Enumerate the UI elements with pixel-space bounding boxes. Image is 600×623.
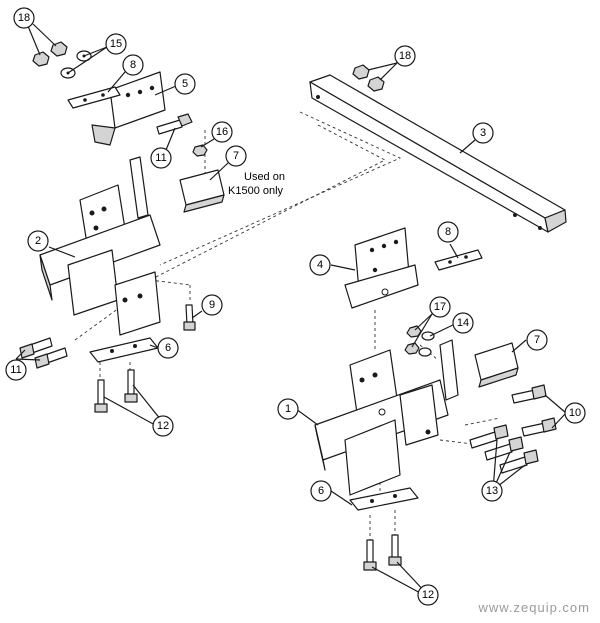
callout-3: 3 — [472, 122, 494, 144]
callout-8-left: 8 — [122, 54, 144, 76]
cross-tube-part-3 — [309, 74, 567, 233]
svg-text:11: 11 — [10, 364, 21, 376]
nut-washer-set-left — [32, 41, 92, 79]
callout-12-right: 12 — [417, 584, 439, 606]
nut-part-16 — [192, 144, 208, 157]
plate-part-8-left — [67, 86, 121, 109]
svg-text:12: 12 — [422, 589, 434, 601]
callout-16: 16 — [211, 121, 233, 143]
svg-text:15: 15 — [110, 38, 122, 50]
callout-4: 4 — [309, 254, 331, 276]
svg-text:18: 18 — [18, 12, 30, 24]
mount-part-2 — [39, 156, 161, 336]
callout-18-top-right: 18 — [394, 45, 416, 67]
bolt-part-11-upper — [156, 113, 193, 135]
callout-7-right: 7 — [526, 329, 548, 351]
callout-11-upper: 11 — [150, 147, 172, 169]
callout-13: 13 — [481, 480, 503, 502]
callout-18-top-left: 18 — [13, 7, 35, 29]
bolts-part-12-right — [363, 534, 402, 571]
svg-text:8: 8 — [445, 226, 451, 238]
callout-1: 1 — [277, 398, 299, 420]
svg-text:7: 7 — [534, 334, 540, 346]
svg-text:16: 16 — [216, 126, 228, 138]
svg-text:9: 9 — [209, 299, 215, 311]
plate-part-6-right — [349, 487, 419, 511]
svg-text:6: 6 — [165, 342, 171, 354]
callout-7-upper: 7 — [225, 145, 247, 167]
callout-2: 2 — [27, 230, 49, 252]
clip-part-7-upper — [179, 169, 225, 213]
svg-text:5: 5 — [182, 78, 188, 90]
callout-17: 17 — [429, 296, 451, 318]
leader-lines — [15, 23, 567, 596]
bracket-part-4 — [344, 227, 419, 309]
callout-12-left: 12 — [152, 415, 174, 437]
svg-text:8: 8 — [130, 59, 136, 71]
svg-text:10: 10 — [569, 407, 581, 419]
svg-text:18: 18 — [399, 50, 411, 62]
svg-text:7: 7 — [233, 150, 239, 162]
bolts-part-10 — [511, 384, 557, 437]
svg-text:1: 1 — [285, 403, 291, 415]
bolt-part-9 — [183, 304, 196, 331]
svg-text:2: 2 — [35, 235, 41, 247]
bracket-part-5 — [91, 71, 166, 146]
svg-text:6: 6 — [318, 485, 324, 497]
svg-text:14: 14 — [457, 317, 469, 329]
callout-8-right: 8 — [437, 221, 459, 243]
clip-part-7-right — [474, 342, 519, 388]
bolts-part-11-lower — [19, 337, 68, 369]
callout-5: 5 — [174, 73, 196, 95]
svg-text:4: 4 — [317, 259, 323, 271]
bolts-part-12-left — [94, 369, 138, 413]
callout-10: 10 — [564, 402, 586, 424]
mount-part-1 — [314, 339, 459, 496]
plate-part-8-right — [434, 249, 483, 271]
watermark: www.zequip.com — [478, 600, 590, 615]
svg-text:11: 11 — [155, 152, 166, 164]
callout-6-left: 6 — [157, 337, 179, 359]
svg-text:12: 12 — [157, 420, 169, 432]
callout-15: 15 — [105, 33, 127, 55]
note-line-2: K1500 only — [228, 185, 284, 197]
svg-text:3: 3 — [480, 127, 486, 139]
note-line-1: Used on — [244, 171, 285, 183]
callout-14: 14 — [452, 312, 474, 334]
callout-6-right: 6 — [310, 480, 332, 502]
svg-text:13: 13 — [486, 485, 498, 497]
callout-11-lower: 11 — [5, 359, 27, 381]
bolts-part-13 — [469, 424, 539, 474]
plate-part-6-left — [89, 337, 159, 363]
svg-text:17: 17 — [434, 301, 446, 313]
nut-set-right — [352, 64, 385, 92]
callout-9: 9 — [201, 294, 223, 316]
nut-washer-set-right — [404, 325, 435, 357]
